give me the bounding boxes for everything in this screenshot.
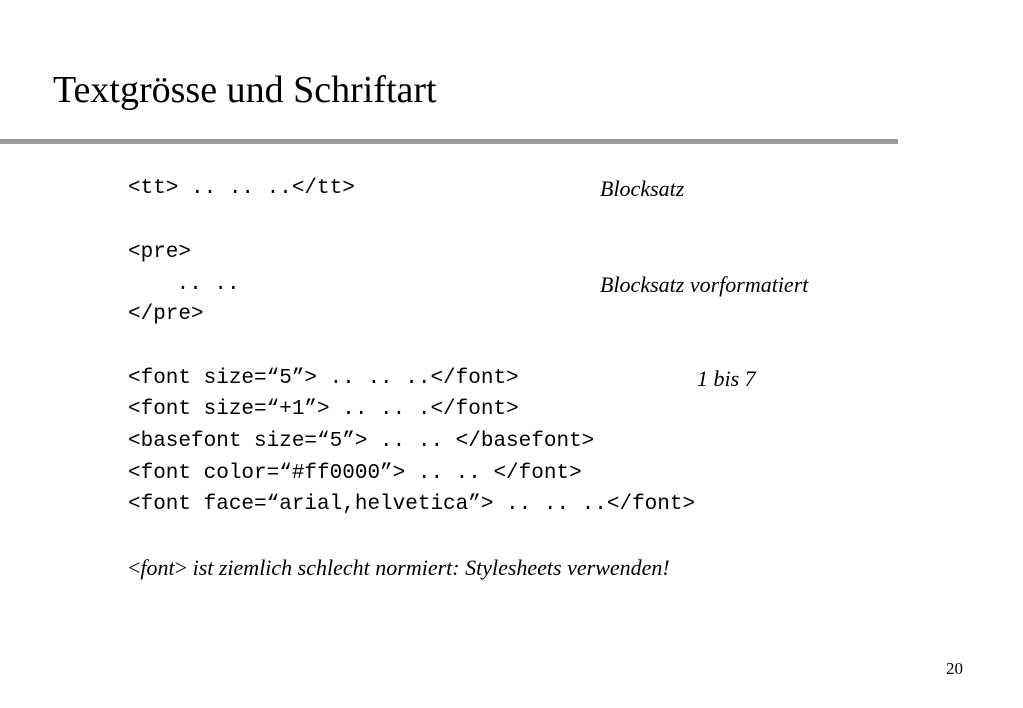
remark-close-bracket: > xyxy=(174,555,188,580)
pre-close-line: </pre> xyxy=(128,303,204,326)
font-color-code-line: <font color=“#ff0000”> .. .. </font> xyxy=(128,462,582,485)
font-tag-remark: <font> ist ziemlich schlecht normiert: S… xyxy=(128,554,670,582)
pre-note: Blocksatz vorformatiert xyxy=(600,272,809,297)
remark-tag-name: font xyxy=(140,555,175,580)
title-divider xyxy=(0,139,898,144)
remark-text: ist ziemlich schlecht normiert: Styleshe… xyxy=(187,555,670,580)
page-number: 20 xyxy=(946,659,963,678)
basefont-code-line: <basefont size=“5”> .. .. </basefont> xyxy=(128,430,595,453)
pre-open-line: <pre> xyxy=(128,241,192,264)
font-size-note: 1 bis 7 xyxy=(697,366,756,391)
font-size-code-line: <font size=“5”> .. .. ..</font> xyxy=(128,367,519,390)
remark-open-bracket: < xyxy=(128,555,141,580)
font-face-code-line: <font face=“arial,helvetica”> .. .. ..</… xyxy=(128,493,696,516)
tt-note: Blocksatz xyxy=(600,176,685,201)
tt-code-line: <tt> .. .. ..</tt> xyxy=(128,177,355,200)
pre-body-line: .. .. xyxy=(164,273,240,296)
font-size-relative-code-line: <font size=“+1”> .. .. .</font> xyxy=(128,398,519,421)
slide-title: Textgrösse und Schriftart xyxy=(53,69,437,111)
